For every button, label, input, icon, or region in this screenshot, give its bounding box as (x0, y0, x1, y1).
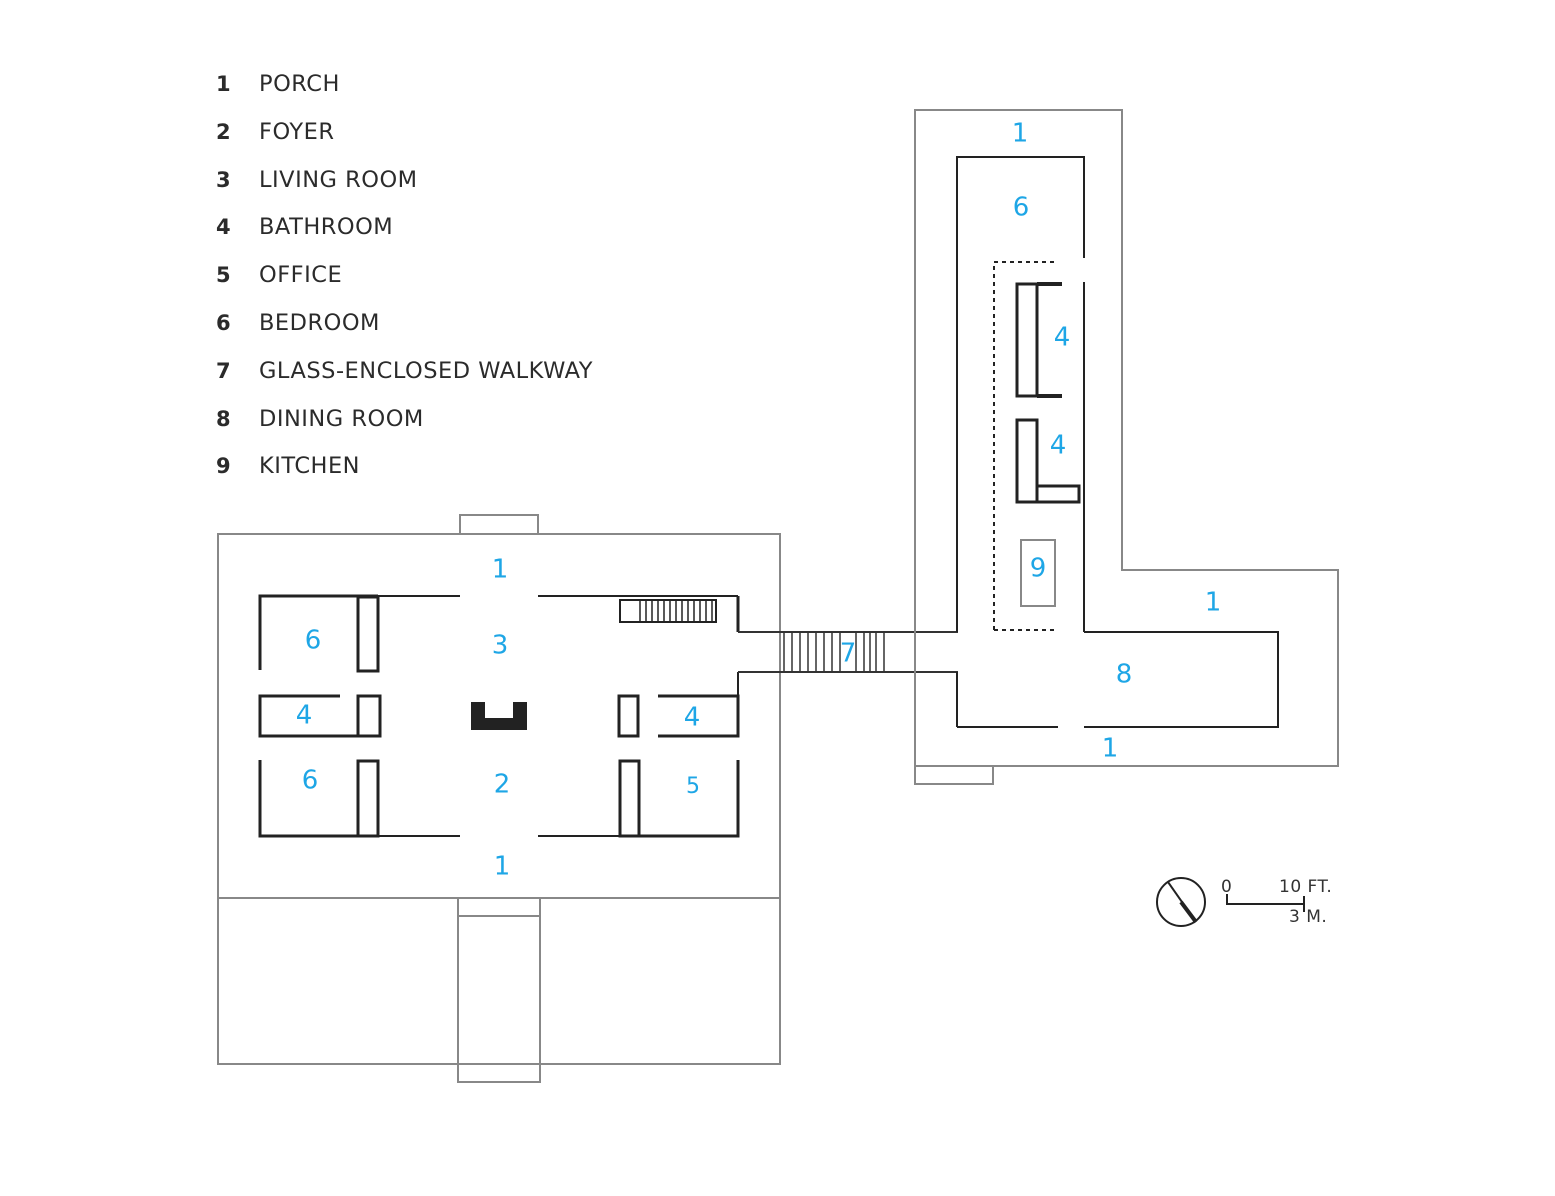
label-bathroom: 4 (1050, 431, 1067, 461)
legend-label: GLASS-ENCLOSED WALKWAY (259, 357, 594, 384)
label-dining-room: 8 (1116, 660, 1133, 690)
legend-number: 9 (216, 454, 232, 479)
stair-treads (639, 600, 713, 622)
legend-item: 1 PORCH (216, 66, 593, 114)
glass-walkway (738, 631, 958, 673)
room-labels: 1 3 2 1 6 4 6 4 5 7 1 6 4 4 9 1 8 1 (296, 119, 1222, 882)
closet (356, 595, 380, 673)
north-arrow-icon (1156, 877, 1206, 927)
label-bathroom: 4 (296, 701, 313, 731)
label-office: 5 (686, 774, 700, 799)
label-bedroom: 6 (305, 626, 322, 656)
interior-stair (619, 599, 717, 623)
closet (1015, 418, 1039, 504)
legend-item: 2 FOYER (216, 114, 593, 162)
scale-line (1226, 894, 1304, 905)
legend-number: 8 (216, 406, 232, 431)
wall (620, 760, 740, 838)
south-stair (457, 897, 541, 1083)
label-porch: 1 (1012, 119, 1029, 149)
label-bedroom: 6 (302, 766, 319, 796)
kitchen-island (1020, 539, 1056, 607)
legend-item: 8 DINING ROOM (216, 401, 593, 449)
legend-number: 6 (216, 310, 232, 335)
legend-item: 7 GLASS-ENCLOSED WALKWAY (216, 353, 593, 401)
label-walkway: 7 (840, 639, 857, 669)
legend-number: 3 (216, 167, 232, 192)
north-step (459, 514, 539, 535)
label-bathroom: 4 (1054, 323, 1071, 353)
wall (658, 694, 740, 738)
legend-label: OFFICE (259, 262, 343, 289)
legend-number: 4 (216, 215, 232, 240)
wall (258, 760, 378, 838)
scale-feet: 10 FT. (1279, 877, 1332, 897)
wall (1084, 631, 1279, 728)
legend-label: BEDROOM (259, 309, 380, 336)
scale-zero: 0 (1221, 877, 1232, 897)
closet (1015, 282, 1039, 398)
label-porch: 1 (492, 555, 509, 585)
main-house-walls (258, 594, 740, 838)
wall (1037, 484, 1081, 504)
label-bedroom: 6 (1013, 193, 1030, 223)
legend-item: 6 BEDROOM (216, 305, 593, 353)
label-porch: 1 (1205, 588, 1222, 618)
label-kitchen: 9 (1030, 554, 1047, 584)
walkway-steps (783, 632, 885, 672)
scale-bar: 0 10 FT. 3 M. (1221, 877, 1332, 927)
wing-step (914, 765, 994, 785)
legend-label: PORCH (259, 71, 340, 97)
label-porch: 1 (494, 852, 511, 882)
label-foyer: 2 (494, 770, 511, 800)
legend-item: 4 BATHROOM (216, 209, 593, 257)
legend-label: LIVING ROOM (259, 166, 418, 193)
closet (618, 759, 641, 838)
legend-item: 3 LIVING ROOM (216, 162, 593, 210)
wing-walls (956, 156, 1279, 728)
legend-item: 5 OFFICE (216, 257, 593, 305)
legend-label: DINING ROOM (259, 405, 424, 432)
label-bathroom: 4 (684, 703, 701, 733)
wall (258, 594, 378, 670)
closet (617, 694, 640, 738)
legend-number: 2 (216, 119, 232, 144)
legend: 1 PORCH 2 FOYER 3 LIVING ROOM 4 BATHROOM 5 OF… (216, 66, 593, 496)
legend-label: KITCHEN (259, 453, 360, 480)
label-porch: 1 (1102, 734, 1119, 764)
closet (356, 759, 380, 838)
scale-meters: 3 M. (1289, 907, 1327, 927)
wall (258, 694, 358, 738)
wall (956, 156, 1085, 632)
label-living-room: 3 (492, 631, 509, 661)
fireplace-opening (485, 702, 513, 718)
main-house (217, 514, 781, 1083)
legend-label: FOYER (259, 118, 335, 145)
legend-number: 1 (216, 72, 232, 96)
legend-number: 5 (216, 263, 232, 288)
legend-number: 7 (216, 358, 232, 383)
glass-partition (993, 261, 1058, 630)
legend-item: 9 KITCHEN (216, 448, 593, 496)
closet (356, 694, 382, 738)
legend-label: BATHROOM (259, 214, 394, 241)
wing (914, 109, 1339, 785)
